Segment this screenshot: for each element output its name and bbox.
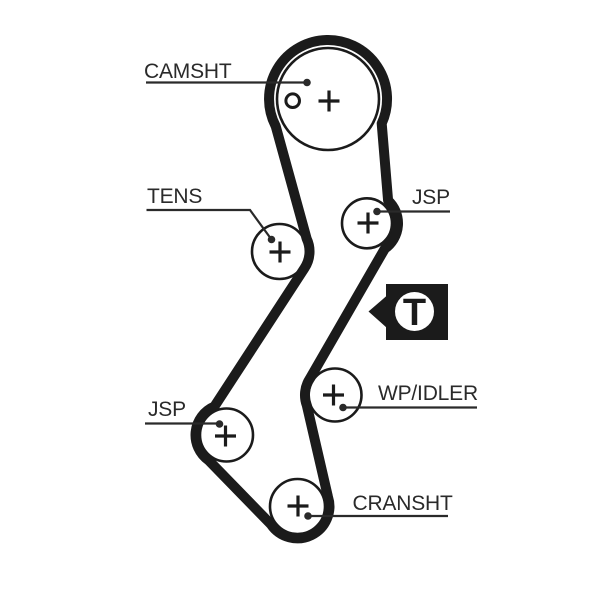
jsp-lower-plus-mark-icon xyxy=(215,425,236,447)
camshaft-plus-mark-icon xyxy=(318,90,340,112)
tensioner-label: TENS xyxy=(147,185,203,208)
badge-letter: T xyxy=(403,292,426,334)
badge-arrow-left xyxy=(368,295,387,328)
arrow-left-T-badge-icon: T xyxy=(368,284,448,340)
jsp-lower-label: JSP xyxy=(148,398,186,422)
jsp-upper-leader-dot xyxy=(373,207,381,216)
tensioner-leader-line xyxy=(146,208,273,241)
tensioner-plus-mark-icon xyxy=(269,241,291,263)
wp-idler-label: WP/IDLER xyxy=(378,381,478,405)
crankshaft-label: CRANSHT xyxy=(352,491,453,515)
jsp-lower-leader-dot xyxy=(215,420,224,428)
wp-idler-leader-dot xyxy=(339,403,347,412)
camshaft-label: CAMSHT xyxy=(144,60,232,83)
jsp-upper-plus-mark-icon xyxy=(357,212,379,234)
badge-circle xyxy=(395,292,434,331)
timing-belt-path xyxy=(190,34,403,544)
wp-idler-plus-mark-icon xyxy=(323,384,344,406)
camshaft-circle-mark-icon xyxy=(284,92,302,109)
crankshaft-plus-mark-icon xyxy=(287,495,309,517)
tensioner-leader-dot xyxy=(267,235,276,244)
camshaft-leader-dot xyxy=(303,78,311,87)
jsp-upper-label: JSP xyxy=(412,185,450,209)
crankshaft-leader-dot xyxy=(304,512,312,520)
